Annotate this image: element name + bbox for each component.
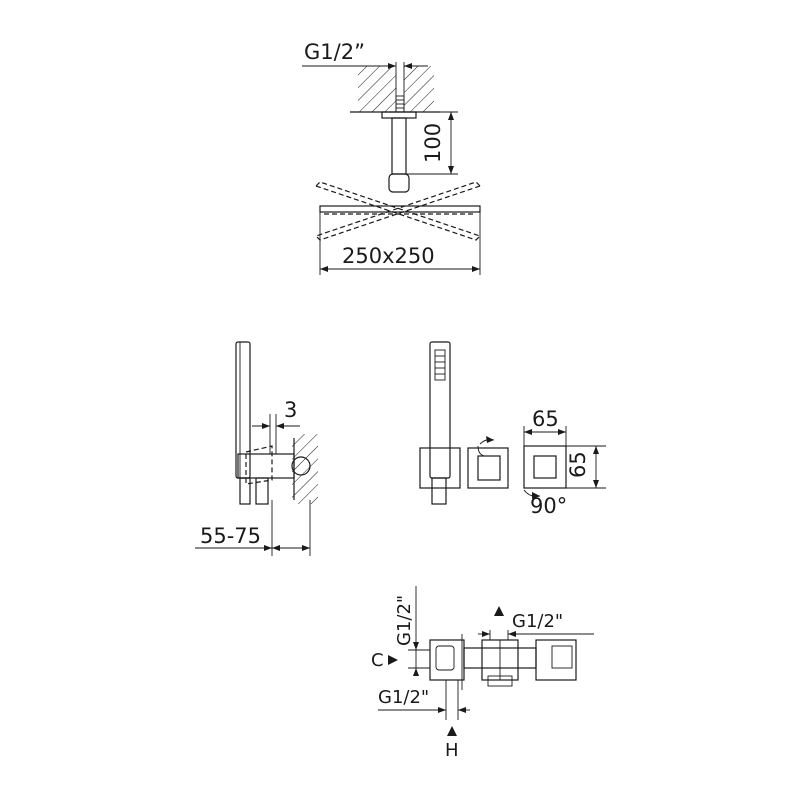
wall-offset-label: 3 <box>284 398 297 422</box>
ceiling-thread-label: G1/2” <box>304 40 365 64</box>
inlet-h-label: H <box>445 740 459 761</box>
plate-height-label: 65 <box>566 451 590 478</box>
valve-vertical-thread-label: G1/2" <box>394 595 415 646</box>
small-plate-rotation <box>467 436 509 489</box>
valve-right-block <box>535 639 577 681</box>
rotation-label: 90° <box>530 494 567 518</box>
shower-head-tilt-positions <box>314 181 482 241</box>
valve-right-cap <box>551 645 573 669</box>
front-hose-connector <box>431 477 447 505</box>
ceiling-shower-view: G1/2” 100 <box>302 40 482 275</box>
plate-height-dimension: 65 <box>566 445 606 489</box>
side-outlet-elbow <box>255 477 269 505</box>
control-plate <box>523 445 567 499</box>
projection-dimension: 55-75 <box>195 500 311 556</box>
concealed-valve-view: G1/2" C G1/2" <box>371 586 594 761</box>
arm-length-dimension: 100 <box>406 111 458 175</box>
side-hose-connector <box>239 477 251 505</box>
front-holder-plate <box>419 447 461 489</box>
hand-shower-front-view: 65 65 90° <box>419 341 606 518</box>
shower-head <box>319 205 481 213</box>
side-wall-hatch <box>292 434 318 504</box>
inlet-h-arrow <box>447 726 457 736</box>
valve-left-cap <box>435 645 455 671</box>
inlet-c-arrow <box>388 655 398 665</box>
head-size-dimension: 250x250 <box>319 212 481 275</box>
ceiling-thread-dimension: G1/2” <box>302 40 428 112</box>
inlet-c-label: C <box>371 650 384 671</box>
valve-center-nut <box>487 675 513 687</box>
arm-length-label: 100 <box>421 123 445 163</box>
wall-offset-dimension: 3 <box>252 398 300 454</box>
ceiling-hatch-right <box>404 66 434 112</box>
valve-bottom-thread-label: G1/2" <box>378 687 429 708</box>
front-shower-nozzles <box>434 349 446 381</box>
valve-bottom-thread-dimension: G1/2" <box>378 680 470 720</box>
plate-width-label: 65 <box>532 407 559 431</box>
ceiling-hatch-left <box>358 66 396 112</box>
side-outlet-knob <box>291 456 311 476</box>
valve-top-thread-label: G1/2" <box>512 611 563 632</box>
hand-shower-side-view: 3 55-75 <box>195 341 318 556</box>
valve-vertical-thread-dimension: G1/2" <box>394 586 430 676</box>
plate-width-dimension: 65 <box>523 407 567 446</box>
valve-top-thread-dimension: G1/2" <box>478 606 594 640</box>
ceiling-nipple <box>395 95 405 113</box>
head-size-label: 250x250 <box>342 244 435 268</box>
ceiling-flange <box>381 111 417 119</box>
shower-arm <box>391 117 407 175</box>
projection-label: 55-75 <box>200 524 261 548</box>
ball-joint <box>388 173 410 193</box>
